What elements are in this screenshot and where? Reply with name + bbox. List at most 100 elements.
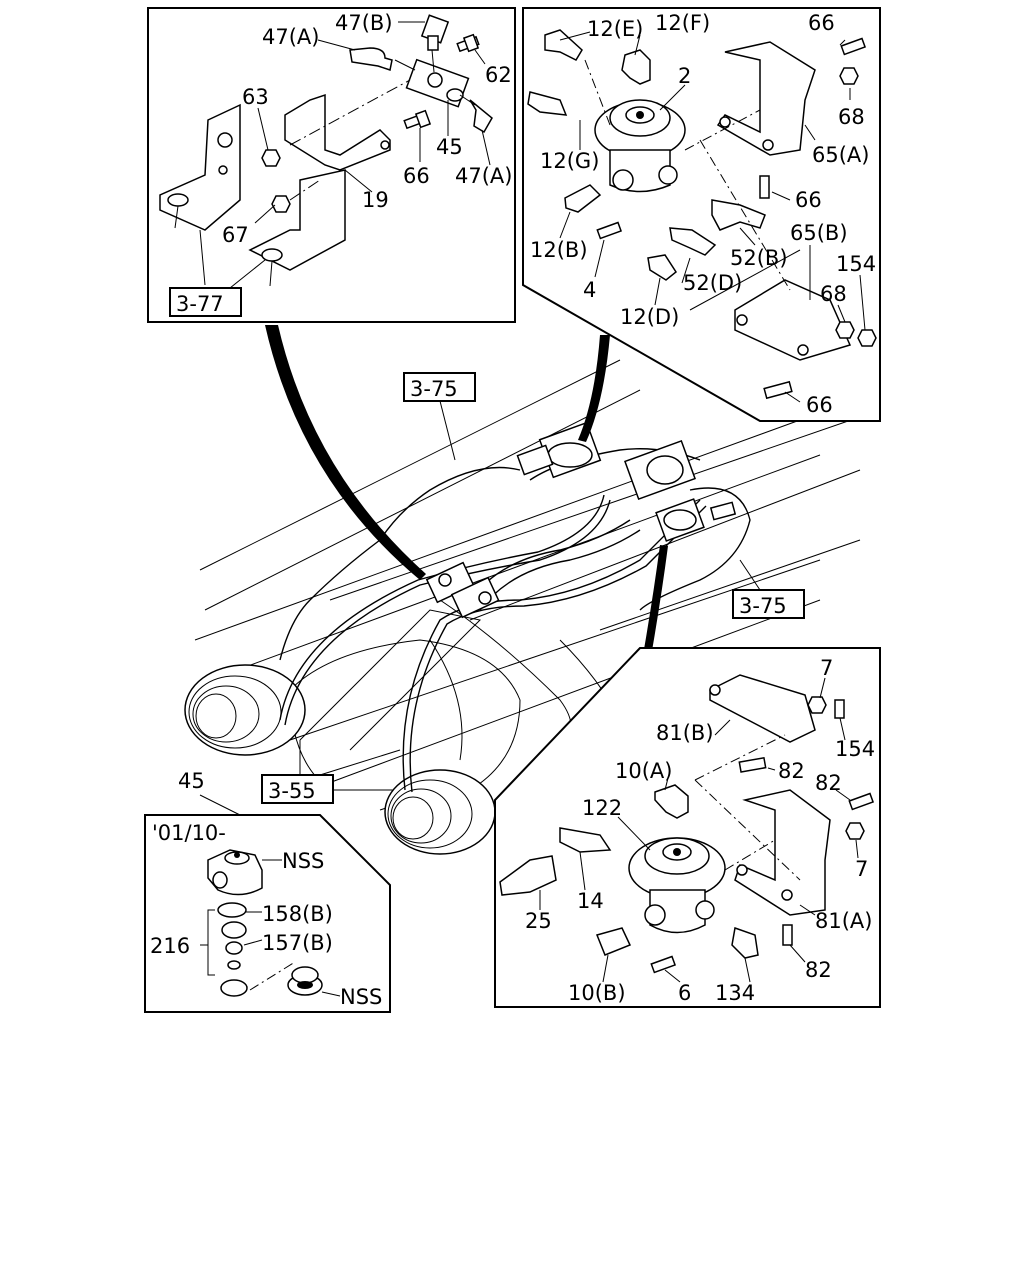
tee-52b: [711, 199, 766, 231]
label-66-bottom: 66: [806, 393, 833, 417]
relay-valve-45: [405, 58, 470, 108]
label-158b: 158(B): [262, 902, 333, 926]
label-45: 45: [436, 135, 463, 159]
seal-158b: [217, 902, 247, 918]
label-66-top: 66: [808, 11, 835, 35]
nut-7-top: [807, 696, 827, 714]
label-47a-bottom: 47(A): [455, 164, 512, 188]
bolt-82-right: [848, 792, 875, 811]
label-nss-bottom: NSS: [340, 985, 382, 1009]
bolt-154: [834, 699, 845, 719]
air-spring-left: [184, 664, 306, 756]
bolt-6: [650, 955, 677, 974]
label-134: 134: [715, 981, 755, 1005]
label-82-mid: 82: [778, 759, 805, 783]
label-82-right: 82: [815, 771, 842, 795]
fitting-25: [499, 855, 557, 896]
relay-valve-122: [628, 837, 726, 934]
label-12d: 12(D): [620, 305, 679, 329]
label-10b: 10(B): [568, 981, 626, 1005]
nut-68-bottom: [835, 321, 855, 339]
label-52d: 52(D): [683, 271, 742, 295]
label-122: 122: [582, 796, 622, 820]
bolt-62: [456, 33, 480, 53]
fitting-52d: [669, 227, 717, 256]
label-14: 14: [577, 889, 604, 913]
label-19: 19: [362, 188, 389, 212]
bolt-82-mid: [738, 756, 767, 773]
panel-top-right: 12(E) 12(F) 66 2 68 12(G) 65(A) 66 12(B)…: [522, 7, 881, 422]
label-12g: 12(G): [540, 149, 599, 173]
label-67: 67: [222, 223, 249, 247]
label-2: 2: [678, 64, 691, 88]
nut-63: [261, 149, 281, 167]
bolt-66-top: [840, 37, 867, 56]
bracket-65a: [716, 41, 816, 156]
valve-cluster-center: [516, 421, 705, 542]
label-6: 6: [678, 981, 691, 1005]
ref-3-75-top: 3-75: [403, 372, 476, 461]
piston: [287, 966, 323, 996]
label-12e: 12(E): [587, 17, 643, 41]
date-range: '01/10-: [152, 821, 226, 845]
label-nss-top: NSS: [282, 849, 324, 873]
ref-label: 3-77: [176, 292, 224, 316]
bolt-4: [596, 221, 623, 240]
label-82-bottom: 82: [805, 958, 832, 982]
label-52b: 52(B): [730, 246, 788, 270]
ref-3-75-right: 3-75: [732, 559, 805, 619]
label-63: 63: [242, 85, 269, 109]
label-47a-top: 47(A): [262, 25, 319, 49]
nut-154: [857, 329, 877, 347]
label-4: 4: [583, 278, 596, 302]
tee-14: [559, 827, 612, 853]
label-12b: 12(B): [530, 238, 588, 262]
label-154: 154: [836, 252, 876, 276]
fitting-12g: [527, 91, 568, 116]
bolt-66: [403, 109, 432, 130]
panel-top-left: 47(B) 47(A) 62 63 45 66 47(A) 19 67 3-77: [147, 7, 516, 323]
label-45: 45: [178, 769, 205, 793]
fitting-12d: [647, 254, 677, 281]
label-10a: 10(A): [615, 759, 672, 783]
label-66: 66: [403, 164, 430, 188]
label-7-top: 7: [820, 656, 833, 680]
air-spring-right: [384, 769, 496, 855]
label-216: 216: [150, 934, 190, 958]
fitting-12e: [544, 29, 583, 61]
label-62: 62: [485, 63, 512, 87]
relay-valve-2: [594, 99, 686, 193]
label-68-bottom: 68: [820, 282, 847, 306]
bracket-81a: [734, 789, 831, 916]
elbow-10a: [654, 784, 689, 819]
bracket-81b: [709, 674, 816, 743]
valve-body: [207, 849, 263, 896]
panel-bottom-right: 7 81(B) 154 10(A) 82 82 122 7 14 25 81(A…: [494, 647, 881, 1008]
bolt-66-mid: [759, 175, 770, 199]
label-157b: 157(B): [262, 931, 333, 955]
ref-3-77: [169, 287, 242, 317]
label-65b: 65(B): [790, 221, 848, 245]
label-81b: 81(B): [656, 721, 714, 745]
panel-bottom-left: 45 '01/10- NSS 158(B) 157(B) 216: [144, 769, 391, 1013]
label-12f: 12(F): [655, 11, 710, 35]
ref-label: 3-55: [268, 779, 316, 803]
ref-3-55: 3-55: [261, 740, 401, 804]
label-7-bottom: 7: [855, 857, 868, 881]
plug-134: [731, 927, 759, 959]
label-68-top: 68: [838, 105, 865, 129]
bracket-65b: [734, 279, 852, 361]
label-154: 154: [835, 737, 875, 761]
label-47b: 47(B): [335, 11, 393, 35]
nut-68-top: [839, 67, 859, 85]
label-81a: 81(A): [815, 909, 872, 933]
fitting-12f: [621, 49, 651, 85]
ref-label: 3-75: [410, 377, 458, 401]
bolt-82-bottom: [782, 924, 793, 946]
o-ring-large: [220, 979, 248, 997]
spring: [221, 921, 247, 939]
seal-157b: [225, 941, 243, 955]
valve-cluster-left: [425, 561, 500, 619]
